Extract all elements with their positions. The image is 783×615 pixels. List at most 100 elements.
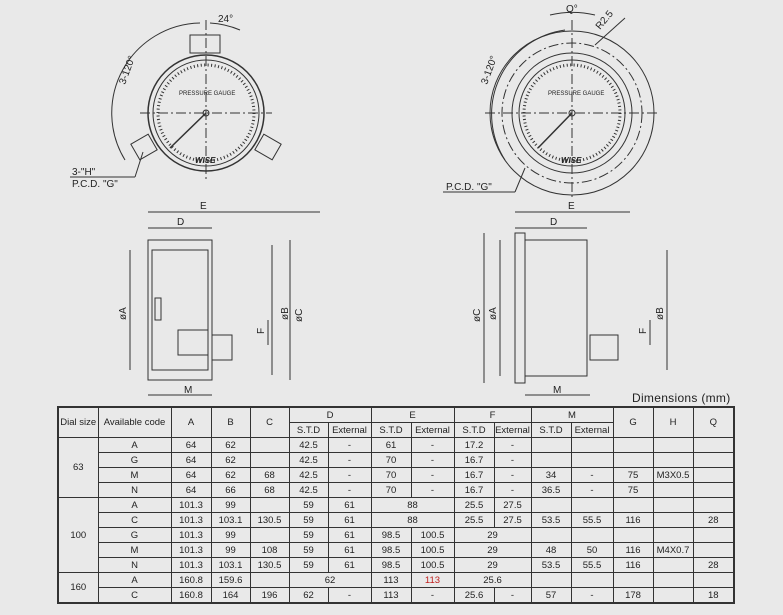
code-cell: A	[97, 572, 172, 588]
value-cell: -	[327, 437, 372, 453]
value-cell: -	[410, 467, 455, 483]
hole-label: 3-"H"	[72, 167, 96, 178]
dim-a: øA	[488, 307, 499, 320]
value-cell: 68	[249, 482, 290, 498]
value-cell: 16.7	[453, 452, 495, 468]
value-cell: 29	[453, 527, 532, 543]
value-cell	[652, 452, 694, 468]
value-cell: -	[493, 452, 532, 468]
value-cell: 42.5	[288, 467, 329, 483]
value-cell: 68	[249, 467, 290, 483]
value-cell: -	[410, 452, 455, 468]
dial-label: PRESSURE GAUGE	[179, 91, 235, 97]
value-cell: 25.6	[453, 572, 532, 588]
value-cell	[249, 437, 290, 453]
value-cell: 42.5	[288, 482, 329, 498]
value-cell: 62	[210, 452, 251, 468]
value-cell	[692, 437, 735, 453]
value-cell	[612, 452, 654, 468]
value-cell: 70	[370, 467, 412, 483]
header-f-std: S.T.D	[453, 422, 495, 438]
value-cell: 62	[210, 467, 251, 483]
header-c: C	[249, 406, 290, 438]
value-cell	[249, 497, 290, 513]
header-e-ext: External	[410, 422, 455, 438]
dim-d: D	[177, 217, 184, 228]
header-h: H	[652, 406, 694, 438]
value-cell	[612, 527, 654, 543]
value-cell	[612, 437, 654, 453]
value-cell: 53.5	[530, 512, 572, 528]
value-cell: 48	[530, 542, 572, 558]
header-g: G	[612, 406, 654, 438]
value-cell: 99	[210, 542, 251, 558]
value-cell: 160.8	[170, 572, 212, 588]
value-cell: 29	[453, 542, 532, 558]
header-m: M	[530, 406, 614, 423]
value-cell: 64	[170, 452, 212, 468]
value-cell: -	[570, 467, 614, 483]
value-cell: 130.5	[249, 557, 290, 573]
value-cell	[612, 572, 654, 588]
value-cell: 88	[370, 512, 455, 528]
value-cell: 34	[530, 467, 572, 483]
value-cell: 88	[370, 497, 455, 513]
value-cell: 25.6	[453, 587, 495, 604]
code-cell: C	[97, 512, 172, 528]
dimensions-caption: Dimensions (mm)	[632, 391, 731, 405]
header-b: B	[210, 406, 251, 438]
value-cell: 59	[288, 497, 329, 513]
value-cell	[652, 497, 694, 513]
dim-b: øB	[280, 307, 291, 320]
value-cell: 113	[370, 587, 412, 604]
value-cell: 53.5	[530, 557, 572, 573]
angle-q-label: Q°	[566, 4, 578, 15]
value-cell	[570, 572, 614, 588]
value-cell	[692, 467, 735, 483]
header-e: E	[370, 406, 455, 423]
code-cell: N	[97, 482, 172, 498]
value-cell	[692, 527, 735, 543]
value-cell: 61	[327, 557, 372, 573]
value-cell: M4X0.7	[652, 542, 694, 558]
value-cell: 27.5	[493, 512, 532, 528]
front-view-left: PRESSURE GAUGE WISE 24° 3-120° 3-"H" P.C…	[70, 14, 282, 190]
value-cell	[652, 572, 694, 588]
value-cell: 70	[370, 452, 412, 468]
value-cell: 116	[612, 512, 654, 528]
value-cell: 61	[327, 527, 372, 543]
value-cell: 113	[410, 572, 455, 588]
side-view-right: E D øC øA øB F M	[472, 201, 668, 396]
dial-size-cell: 160	[57, 572, 99, 604]
header-e-std: S.T.D	[370, 422, 412, 438]
value-cell	[692, 542, 735, 558]
dim-e: E	[568, 201, 575, 212]
value-cell: 25.5	[453, 512, 495, 528]
value-cell: 64	[170, 482, 212, 498]
value-cell: 100.5	[410, 527, 455, 543]
value-cell: -	[493, 482, 532, 498]
value-cell: 57	[530, 587, 572, 604]
value-cell: 101.3	[170, 512, 212, 528]
value-cell: 108	[249, 542, 290, 558]
pcd-label: P.C.D. "G"	[446, 182, 492, 193]
code-cell: G	[97, 527, 172, 543]
dim-f: F	[256, 328, 267, 334]
value-cell	[530, 452, 572, 468]
value-cell: -	[493, 587, 532, 604]
value-cell: 100.5	[410, 557, 455, 573]
value-cell: -	[410, 437, 455, 453]
dim-f: F	[638, 328, 649, 334]
header-d-std: S.T.D	[288, 422, 329, 438]
side-view-left: E D øA øB øC F M	[118, 201, 320, 396]
value-cell: 55.5	[570, 512, 614, 528]
dial-size-cell: 63	[57, 437, 99, 498]
